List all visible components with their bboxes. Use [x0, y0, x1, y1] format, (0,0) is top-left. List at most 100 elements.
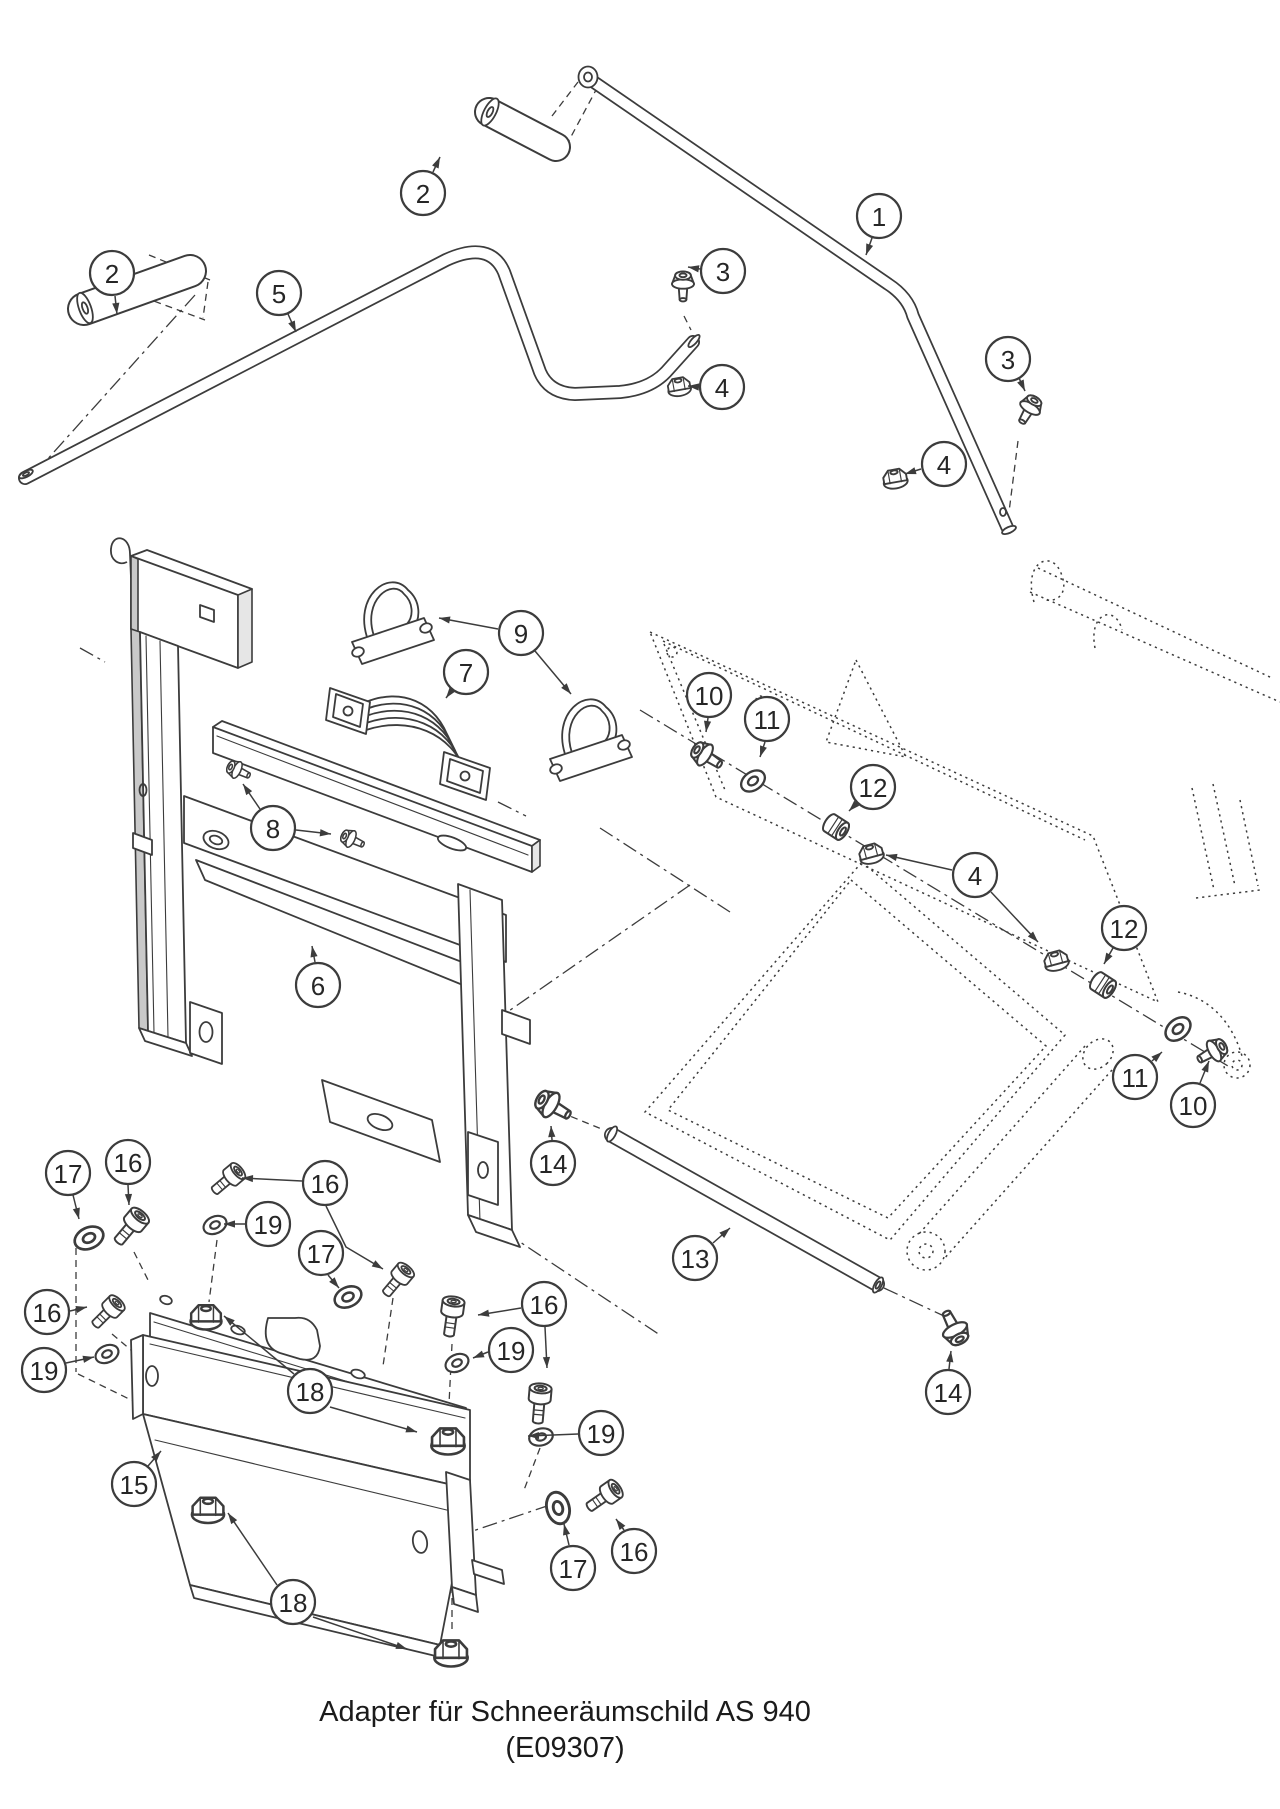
- callout-circle-15: [110, 1460, 158, 1508]
- callout-circle-9: [497, 609, 545, 657]
- hidden-blade-plate: [643, 860, 1067, 1241]
- callout-10: 10: [685, 671, 733, 733]
- callout-5: 5: [255, 269, 303, 333]
- screw-part8-b: [337, 825, 369, 854]
- callout-9: 9: [438, 609, 572, 695]
- callout-12: 12: [1100, 904, 1148, 965]
- callout-circle-5: [255, 269, 303, 317]
- caption-title: Adapter für Schneeräumschild AS 940: [319, 1696, 811, 1728]
- callout-circle-19: [487, 1326, 535, 1374]
- bolt-part16-b3: [376, 1259, 418, 1302]
- bolt-part10-left: [685, 736, 729, 777]
- callout-4: 4: [885, 851, 1039, 943]
- nut-part4-center-a: [856, 840, 887, 868]
- callout-circle-11: [743, 695, 791, 743]
- callout-number: 16: [114, 1148, 143, 1178]
- callout-circle-6: [294, 961, 342, 1009]
- callout-circle-13: [671, 1234, 719, 1282]
- bolt-part16-b5: [436, 1294, 467, 1339]
- callout-number: 16: [620, 1537, 649, 1567]
- callout-11: 11: [1111, 1051, 1163, 1101]
- tube-part5: [18, 245, 701, 485]
- washer-part19-d: [526, 1424, 556, 1450]
- callout-number: 17: [559, 1554, 588, 1584]
- callout-19: 19: [472, 1326, 535, 1374]
- callout-circle-7: [442, 648, 490, 696]
- callout-number: 14: [934, 1378, 963, 1408]
- callout-1: 1: [855, 192, 903, 256]
- callout-number: 16: [530, 1290, 559, 1320]
- callout-number: 4: [715, 373, 729, 403]
- clamp-part9-upper: [351, 581, 435, 665]
- caption-code: (E09307): [505, 1732, 625, 1764]
- tube-part1: [577, 65, 1017, 536]
- callout-number: 6: [311, 971, 325, 1001]
- callout-number: 12: [1110, 914, 1139, 944]
- callout-17: 17: [44, 1149, 92, 1220]
- callout-2: 2: [399, 156, 447, 217]
- callout-circle-17: [549, 1544, 597, 1592]
- callout-circle-4: [920, 440, 968, 488]
- callout-number: 3: [716, 257, 730, 287]
- callout-number: 11: [1122, 1063, 1149, 1093]
- callout-4: 4: [904, 440, 968, 488]
- callout-circle-19: [244, 1200, 292, 1248]
- callout-number: 17: [54, 1159, 83, 1189]
- callout-circle-3: [984, 335, 1032, 383]
- callout-number: 13: [681, 1244, 710, 1274]
- callout-circle-18: [286, 1367, 334, 1415]
- callout-3: 3: [687, 247, 747, 295]
- nut-part18-c: [190, 1496, 226, 1525]
- handle-part7: [325, 687, 491, 801]
- callout-number: 3: [1001, 345, 1015, 375]
- callout-circle-17: [297, 1229, 345, 1277]
- callout-circle-8: [249, 804, 297, 852]
- callout-15: 15: [110, 1450, 162, 1508]
- washer-part19-a: [199, 1211, 231, 1239]
- callout-circle-17: [44, 1149, 92, 1197]
- callout-number: 4: [937, 450, 951, 480]
- callout-17: 17: [297, 1229, 345, 1289]
- washer-part11-left: [735, 764, 771, 798]
- callout-16: 16: [477, 1280, 568, 1369]
- bolt-part3-mid: [671, 270, 695, 303]
- callout-circle-12: [1100, 904, 1148, 952]
- callout-number: 18: [279, 1588, 308, 1618]
- grip-part2-top: [474, 97, 571, 162]
- nut-part4-mid: [665, 375, 693, 399]
- clamp-part9-lower: [549, 698, 633, 782]
- spacer-part12-left: [819, 811, 853, 843]
- frame-part6: [110, 537, 541, 1248]
- callout-17: 17: [549, 1523, 597, 1592]
- bolt-part16-b4: [86, 1291, 129, 1334]
- callout-6: 6: [294, 945, 342, 1009]
- callout-number: 2: [105, 259, 119, 289]
- hidden-aframe-outline: [648, 560, 1280, 1271]
- callout-circle-18: [269, 1578, 317, 1626]
- washer-part11-right: [1159, 1011, 1197, 1047]
- callout-10: 10: [1169, 1060, 1217, 1129]
- callout-11: 11: [743, 695, 791, 758]
- callout-circle-4: [698, 363, 746, 411]
- bolt-part16-b7: [581, 1476, 627, 1518]
- callout-number: 10: [1179, 1091, 1208, 1121]
- callout-circle-3: [699, 247, 747, 295]
- callout-16: 16: [104, 1138, 152, 1206]
- callout-7: 7: [442, 648, 490, 699]
- callout-circle-2: [88, 249, 136, 297]
- callout-16: 16: [610, 1518, 658, 1575]
- callout-19: 19: [527, 1409, 625, 1457]
- callout-circle-12: [849, 763, 897, 811]
- callout-18: 18: [223, 1315, 418, 1433]
- callout-circle-10: [1169, 1081, 1217, 1129]
- callout-circle-19: [577, 1409, 625, 1457]
- callout-19: 19: [20, 1346, 95, 1394]
- callout-number: 12: [859, 773, 888, 803]
- bolt-part16-b2: [206, 1159, 249, 1201]
- rod-part13: [604, 1125, 885, 1294]
- callout-16: 16: [23, 1288, 88, 1336]
- callout-circle-16: [610, 1527, 658, 1575]
- callout-19: 19: [224, 1200, 292, 1248]
